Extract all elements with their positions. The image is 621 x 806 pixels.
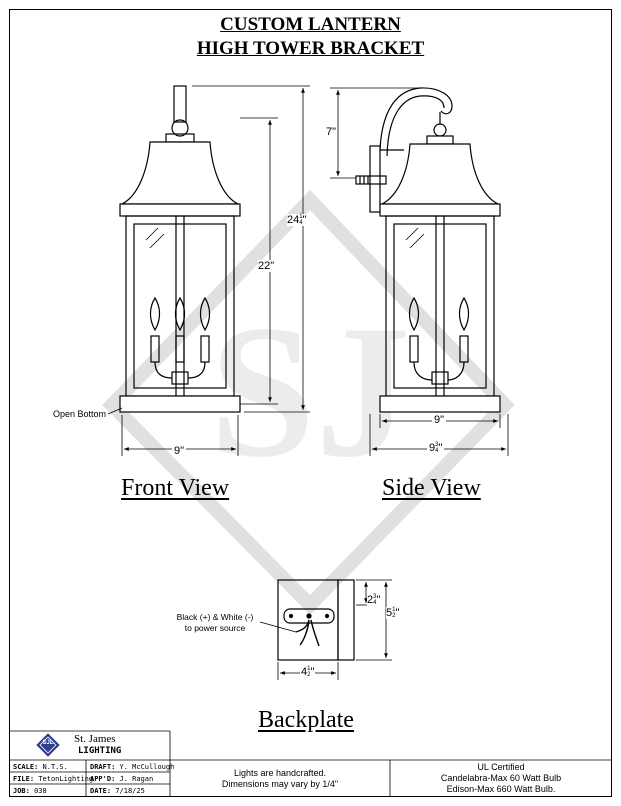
wire-note: Black (+) & White (-) to power source <box>160 612 270 634</box>
date-value: 7/18/25 <box>115 787 145 795</box>
backplate-height-frac-den: 2 <box>392 613 396 620</box>
arm-height-dimension: 7" <box>326 126 337 138</box>
backplate-width-whole: 4 <box>301 666 308 678</box>
open-bottom-callout: Open Bottom <box>53 409 107 419</box>
backplate-width-frac-num: 1 <box>307 666 311 673</box>
side-overall-width-whole: 9 <box>429 442 436 454</box>
side-view-label: Side View <box>382 475 481 501</box>
front-body-height-dimension: 22" <box>258 260 275 272</box>
front-total-height-whole: 24 <box>287 214 300 226</box>
side-overall-width-frac-num: 3 <box>435 442 439 449</box>
company-logo <box>36 733 60 757</box>
front-total-height-unit: " <box>302 214 307 226</box>
draft-field: DRAFT: Y. McCullough <box>90 763 174 771</box>
job-label: JOB: <box>13 787 30 795</box>
company-name: St. James <box>74 733 116 745</box>
front-total-height-frac-den: 4 <box>299 220 303 227</box>
ul-note-line-1: UL Certified <box>477 762 525 772</box>
company-subtitle: LIGHTING <box>78 746 122 756</box>
ul-note-line-3: Edison-Max 660 Watt Bulb. <box>446 784 556 794</box>
backplate-depth-frac-den: 4 <box>373 600 377 607</box>
appd-field: APP'D: J. Ragan <box>90 775 153 783</box>
backplate-label: Backplate <box>258 707 354 733</box>
front-view-label: Front View <box>121 475 230 501</box>
scale-label: SCALE: <box>13 763 39 771</box>
title-line-2: HIGH TOWER BRACKET <box>196 38 425 59</box>
handcrafted-note-line-2: Dimensions may vary by 1/4" <box>221 779 339 789</box>
backplate-depth-frac-num: 3 <box>373 594 377 601</box>
wire-note-line-2: to power source <box>184 623 246 633</box>
file-field: FILE: TetonLighting <box>13 775 93 783</box>
backplate-width-unit: " <box>310 666 315 678</box>
job-field: JOB: 038 <box>13 787 47 795</box>
scale-value: N.T.S. <box>42 763 68 771</box>
backplate-width-frac-den: 2 <box>307 672 311 679</box>
ul-note-line-2: Candelabra-Max 60 Watt Bulb <box>440 773 562 783</box>
handcrafted-note: Lights are handcrafted. Dimensions may v… <box>170 768 390 790</box>
ul-certification-note: UL Certified Candelabra-Max 60 Watt Bulb… <box>390 762 612 795</box>
file-value: TetonLighting <box>38 775 94 783</box>
side-overall-width-unit: " <box>438 442 443 454</box>
file-label: FILE: <box>13 775 35 783</box>
backplate-drawing <box>277 579 355 661</box>
draft-label: DRAFT: <box>90 763 116 771</box>
side-view-lantern <box>355 87 501 413</box>
wire-note-line-1: Black (+) & White (-) <box>176 612 254 622</box>
scale-field: SCALE: N.T.S. <box>13 763 68 771</box>
title-block-grid <box>9 730 612 797</box>
handcrafted-note-line-1: Lights are handcrafted. <box>233 768 327 778</box>
appd-value: J. Ragan <box>119 775 154 783</box>
front-view-lantern <box>119 85 241 413</box>
backplate-depth-whole: 2 <box>367 594 374 606</box>
logo-text: SJL <box>42 740 54 746</box>
sheet-border <box>9 9 612 797</box>
front-total-height-frac-num: 1 <box>299 214 303 221</box>
side-body-width-dimension: 9" <box>432 414 447 426</box>
backplate-height-unit: " <box>395 607 400 619</box>
svg-text:SJ: SJ <box>210 287 411 497</box>
title-line-1: CUSTOM LANTERN <box>220 14 401 35</box>
watermark-logo: SJ <box>102 189 515 615</box>
appd-label: APP'D: <box>90 775 116 783</box>
side-overall-width-frac-den: 4 <box>435 448 439 455</box>
backplate-height-frac-num: 1 <box>392 607 396 614</box>
date-field: DATE: 7/18/25 <box>90 787 145 795</box>
date-label: DATE: <box>90 787 112 795</box>
side-view-dimensions <box>330 87 509 456</box>
draft-value: Y. McCullough <box>119 763 175 771</box>
front-width-dimension: 9" <box>172 445 187 457</box>
job-value: 038 <box>34 787 47 795</box>
backplate-depth-unit: " <box>376 594 381 606</box>
backplate-height-whole: 5 <box>386 607 393 619</box>
